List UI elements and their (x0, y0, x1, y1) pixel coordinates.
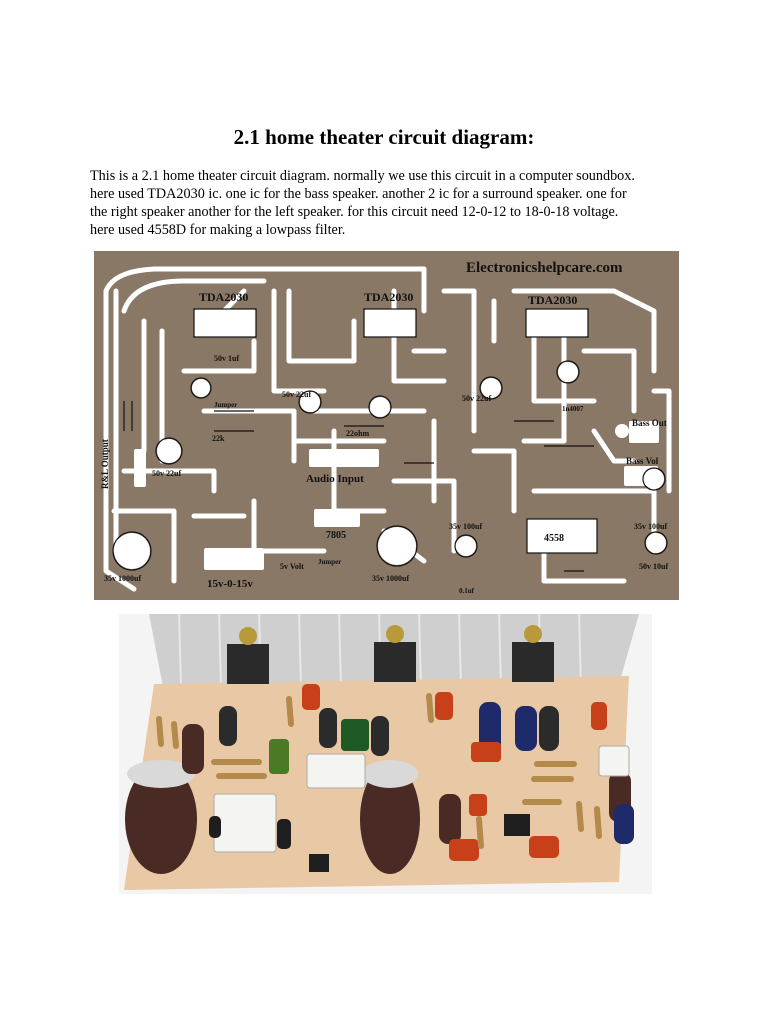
bass-vol-label: Bass Vol (626, 456, 659, 466)
ic-label-tda2030: TDA2030 (364, 290, 413, 304)
pcb-watermark: Electronicshelpcare.com (466, 260, 623, 276)
jumper-label: Jumper (318, 558, 341, 566)
capacitor-label: 50v 22uf (462, 394, 491, 403)
pcb-layout-image: Electronicshelpcare.com TDA2030 TDA2030 … (94, 251, 679, 600)
intro-line: the right speaker another for the left s… (90, 204, 619, 220)
small-capacitors (182, 702, 634, 844)
assembled-board-photo (119, 614, 652, 894)
intro-line: This is a 2.1 home theater circuit diagr… (90, 168, 635, 184)
audio-input-label: Audio Input (306, 473, 364, 485)
jumper-label: Jumper (214, 401, 237, 409)
capacitor-label: 35v 1000uf (372, 574, 409, 583)
connectors (213, 745, 630, 853)
bass-out-label: Bass Out (632, 418, 667, 428)
capacitor-label: 35v 100uf (634, 522, 667, 531)
ic-chips (227, 625, 554, 684)
regulator-label: 7805 (326, 530, 346, 541)
capacitor-label: 0.1uf (459, 587, 475, 595)
capacitor-label: 50v 10uf (639, 562, 668, 571)
capacitor-label: 35v 1000uf (104, 574, 141, 583)
pcb-component-outlines (112, 308, 668, 572)
output-connector-label: R&L Output (100, 439, 110, 489)
film-capacitors (269, 684, 607, 861)
capacitor-label: 50v 22uf (152, 469, 181, 478)
large-capacitors (125, 760, 420, 874)
pcb-pads (114, 309, 666, 570)
resistor-label: 22ohm (346, 429, 369, 438)
capacitor-label: 50v 22uf (282, 390, 311, 399)
opamp-label: 4558 (544, 533, 564, 544)
resistor-label: 22k (212, 434, 225, 443)
ic-label-tda2030: TDA2030 (528, 293, 577, 307)
led-volt-label: 5v Volt (280, 562, 304, 571)
intro-paragraph: This is a 2.1 home theater circuit diagr… (90, 167, 690, 239)
capacitor-label: 50v 1uf (214, 354, 239, 363)
page-title: 2.1 home theater circuit diagram: (233, 125, 535, 149)
supply-label: 15v-0-15v (207, 578, 253, 590)
intro-line: here used 4558D for making a lowpass fil… (90, 222, 346, 238)
resistors (156, 693, 602, 849)
capacitor-label: 35v 100uf (449, 522, 482, 531)
intro-line: here used TDA2030 ic. one ic for the bas… (90, 186, 627, 202)
small-ics (209, 814, 530, 872)
ic-label-tda2030: TDA2030 (199, 290, 248, 304)
diode-label: 1n4007 (562, 405, 584, 413)
